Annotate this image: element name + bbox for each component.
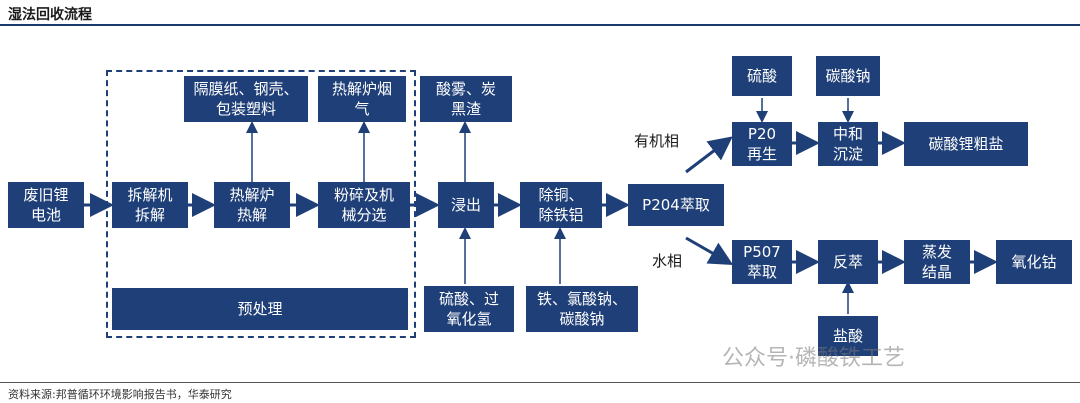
pyrolysis-box: 热解炉 热解 — [214, 182, 290, 228]
source-note: 资料来源:邦普循环环境影响报告书，华泰研究 — [8, 388, 232, 401]
header-divider — [0, 24, 1080, 26]
remove-cu-fe-al-box: 除铜、 除铁铝 — [520, 182, 602, 228]
pretreatment-group — [106, 70, 416, 338]
aqueous-phase-label: 水相 — [652, 252, 683, 270]
cobalt-oxide-box: 氧化钴 — [996, 240, 1072, 284]
p507-extraction-box: P507 萃取 — [732, 240, 792, 284]
hydrochloric-acid-box: 盐酸 — [818, 316, 878, 356]
acid-mist-carbon-box: 酸雾、炭 黑渣 — [420, 76, 512, 122]
lithium-carbonate-box: 碳酸锂粗盐 — [904, 122, 1028, 166]
fe-naclo3-na2co3-box: 铁、氯酸钠、 碳酸钠 — [526, 286, 638, 332]
leaching-box: 浸出 — [438, 182, 494, 228]
flue-gas-box: 热解炉烟 气 — [318, 76, 406, 122]
sulfuric-h2o2-box: 硫酸、过 氧化氢 — [424, 286, 514, 332]
back-extraction-box: 反萃 — [818, 240, 878, 284]
dismantle-box: 拆解机 拆解 — [112, 182, 188, 228]
sulfuric-acid-box: 硫酸 — [732, 56, 792, 96]
separator-steel-plastic-box: 隔膜纸、钢壳、 包装塑料 — [184, 76, 308, 122]
p20-regeneration-box: P20 再生 — [732, 122, 792, 166]
crush-sort-box: 粉碎及机 械分选 — [318, 182, 410, 228]
evaporation-crystallization-box: 蒸发 结晶 — [904, 240, 970, 284]
watermark: 公众号·磷酸铁工艺 — [722, 346, 905, 371]
waste-battery-box: 废旧锂 电池 — [8, 182, 84, 228]
arrow-aqueous-branch — [685, 236, 734, 265]
footer-divider — [0, 382, 1080, 383]
sodium-carbonate-box: 碳酸钠 — [816, 56, 880, 96]
page-title: 湿法回收流程 — [8, 7, 92, 23]
p204-extraction-box: P204萃取 — [628, 184, 724, 226]
neutralize-precipitate-box: 中和 沉淀 — [818, 122, 878, 166]
arrow-organic-branch — [685, 136, 733, 174]
pretreatment-box: 预处理 — [112, 288, 408, 330]
organic-phase-label: 有机相 — [634, 132, 680, 150]
